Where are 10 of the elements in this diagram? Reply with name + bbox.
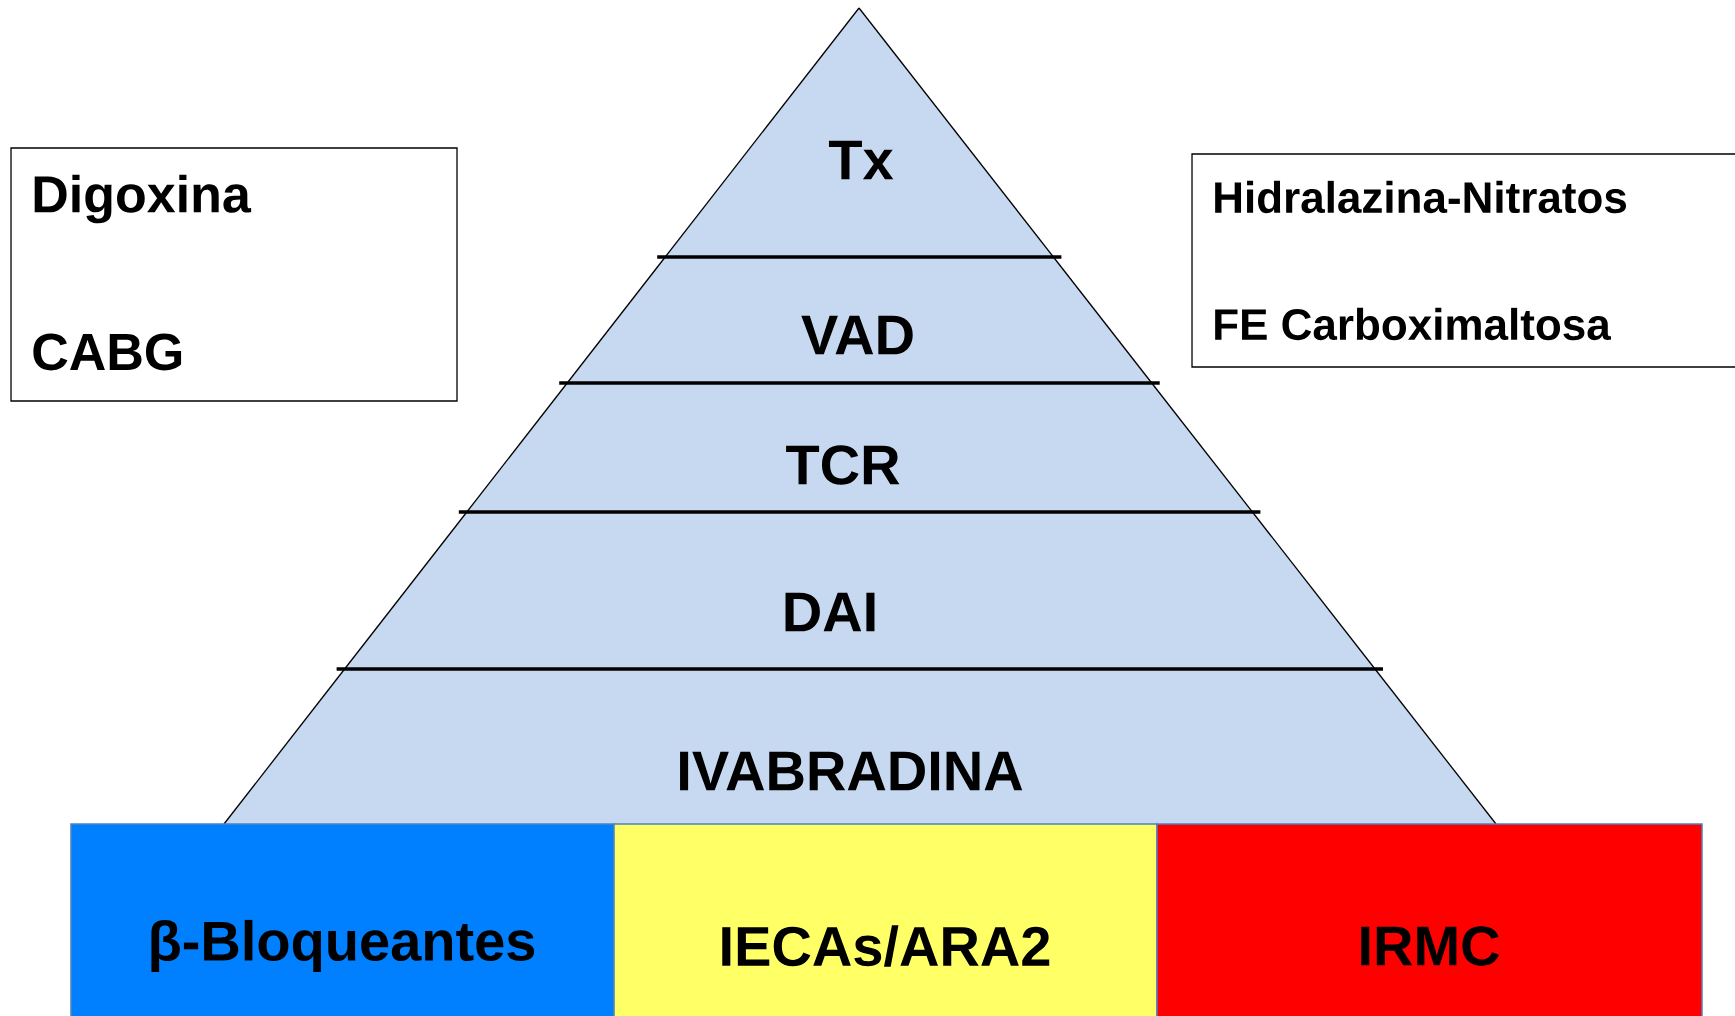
pyramid-level: DAI [343, 511, 1376, 670]
pyramid-level: IVABRADINA [223, 668, 1497, 825]
text-box: Digoxina CABG [10, 147, 458, 402]
pyramid-level: Tx [664, 7, 1055, 258]
colored-box: β-Bloqueantes [70, 823, 615, 1016]
pyramid-level: VAD [566, 256, 1153, 384]
colored-box: IECAs/ARA2 [613, 823, 1158, 1016]
text-box: Hidralazina-Nitratos FE Carboximaltosa [1191, 153, 1735, 368]
pyramid-level: TCR [466, 382, 1254, 513]
colored-box: IRMC [1156, 823, 1703, 1016]
